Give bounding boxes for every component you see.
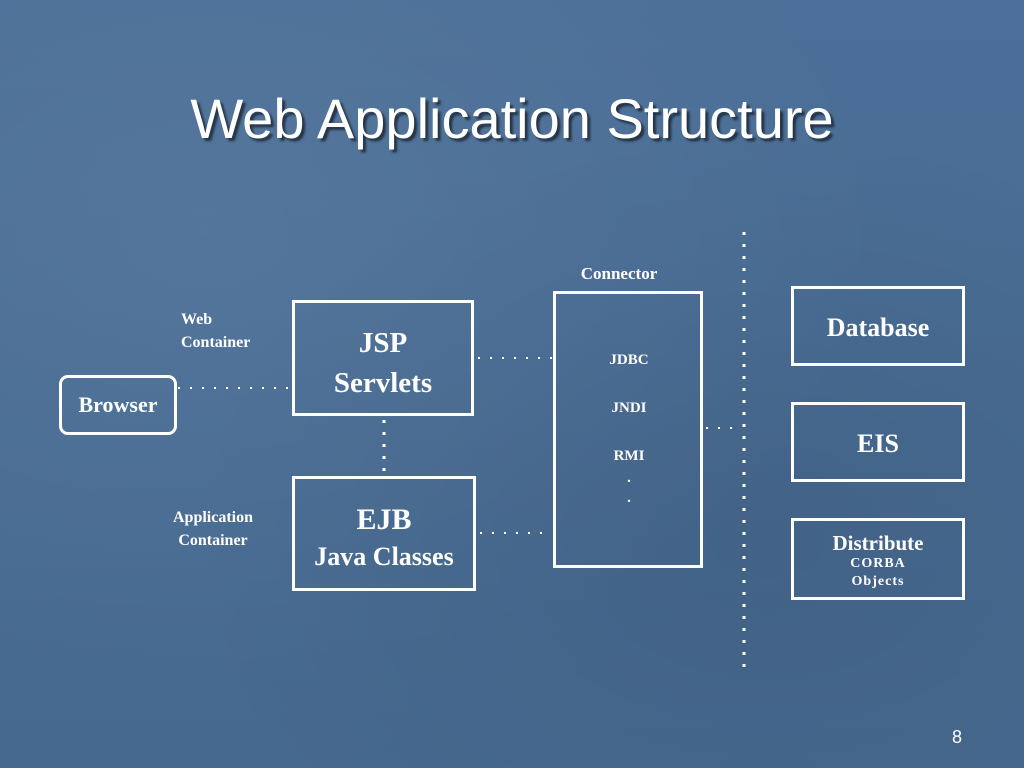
browser-label: Browser bbox=[78, 392, 158, 417]
corba-label: CORBA bbox=[850, 556, 906, 571]
database-label: Database bbox=[826, 313, 930, 342]
application-container-line-1: Application bbox=[172, 509, 253, 526]
ejb-label: EJB bbox=[356, 503, 412, 536]
ejb-box: EJB Java Classes bbox=[292, 476, 476, 591]
slide-title: Web Application Structure bbox=[190, 87, 834, 150]
java-classes-label: Java Classes bbox=[314, 542, 454, 571]
eis-label: EIS bbox=[857, 429, 899, 458]
connector-box: JDBC JNDI RMI . . bbox=[553, 291, 703, 568]
web-container-label: Web Container bbox=[181, 308, 291, 354]
connector-item-ellipsis-2: . bbox=[627, 490, 631, 506]
distribute-label: Distribute bbox=[832, 531, 924, 555]
application-container-label: Application Container bbox=[158, 506, 268, 552]
database-box: Database bbox=[791, 286, 965, 366]
objects-label: Objects bbox=[851, 574, 905, 589]
servlets-label: Servlets bbox=[333, 367, 433, 399]
connector-item-jndi: JNDI bbox=[611, 400, 647, 416]
connector-label: Connector bbox=[580, 264, 658, 283]
jsp-label: JSP bbox=[358, 327, 408, 359]
application-container-line-2: Container bbox=[178, 532, 248, 549]
web-container-line-1: Web bbox=[181, 311, 213, 328]
connector-item-ellipsis-1: . bbox=[627, 470, 631, 486]
jsp-servlets-box: JSP Servlets bbox=[292, 300, 474, 416]
connector-item-rmi: RMI bbox=[613, 448, 645, 464]
eis-box: EIS bbox=[791, 402, 965, 482]
page-number: 8 bbox=[951, 727, 962, 747]
distribute-box: Distribute CORBA Objects bbox=[791, 518, 965, 600]
browser-box: Browser bbox=[59, 375, 177, 435]
connector-item-jdbc: JDBC bbox=[609, 352, 649, 368]
web-container-line-2: Container bbox=[181, 334, 251, 351]
